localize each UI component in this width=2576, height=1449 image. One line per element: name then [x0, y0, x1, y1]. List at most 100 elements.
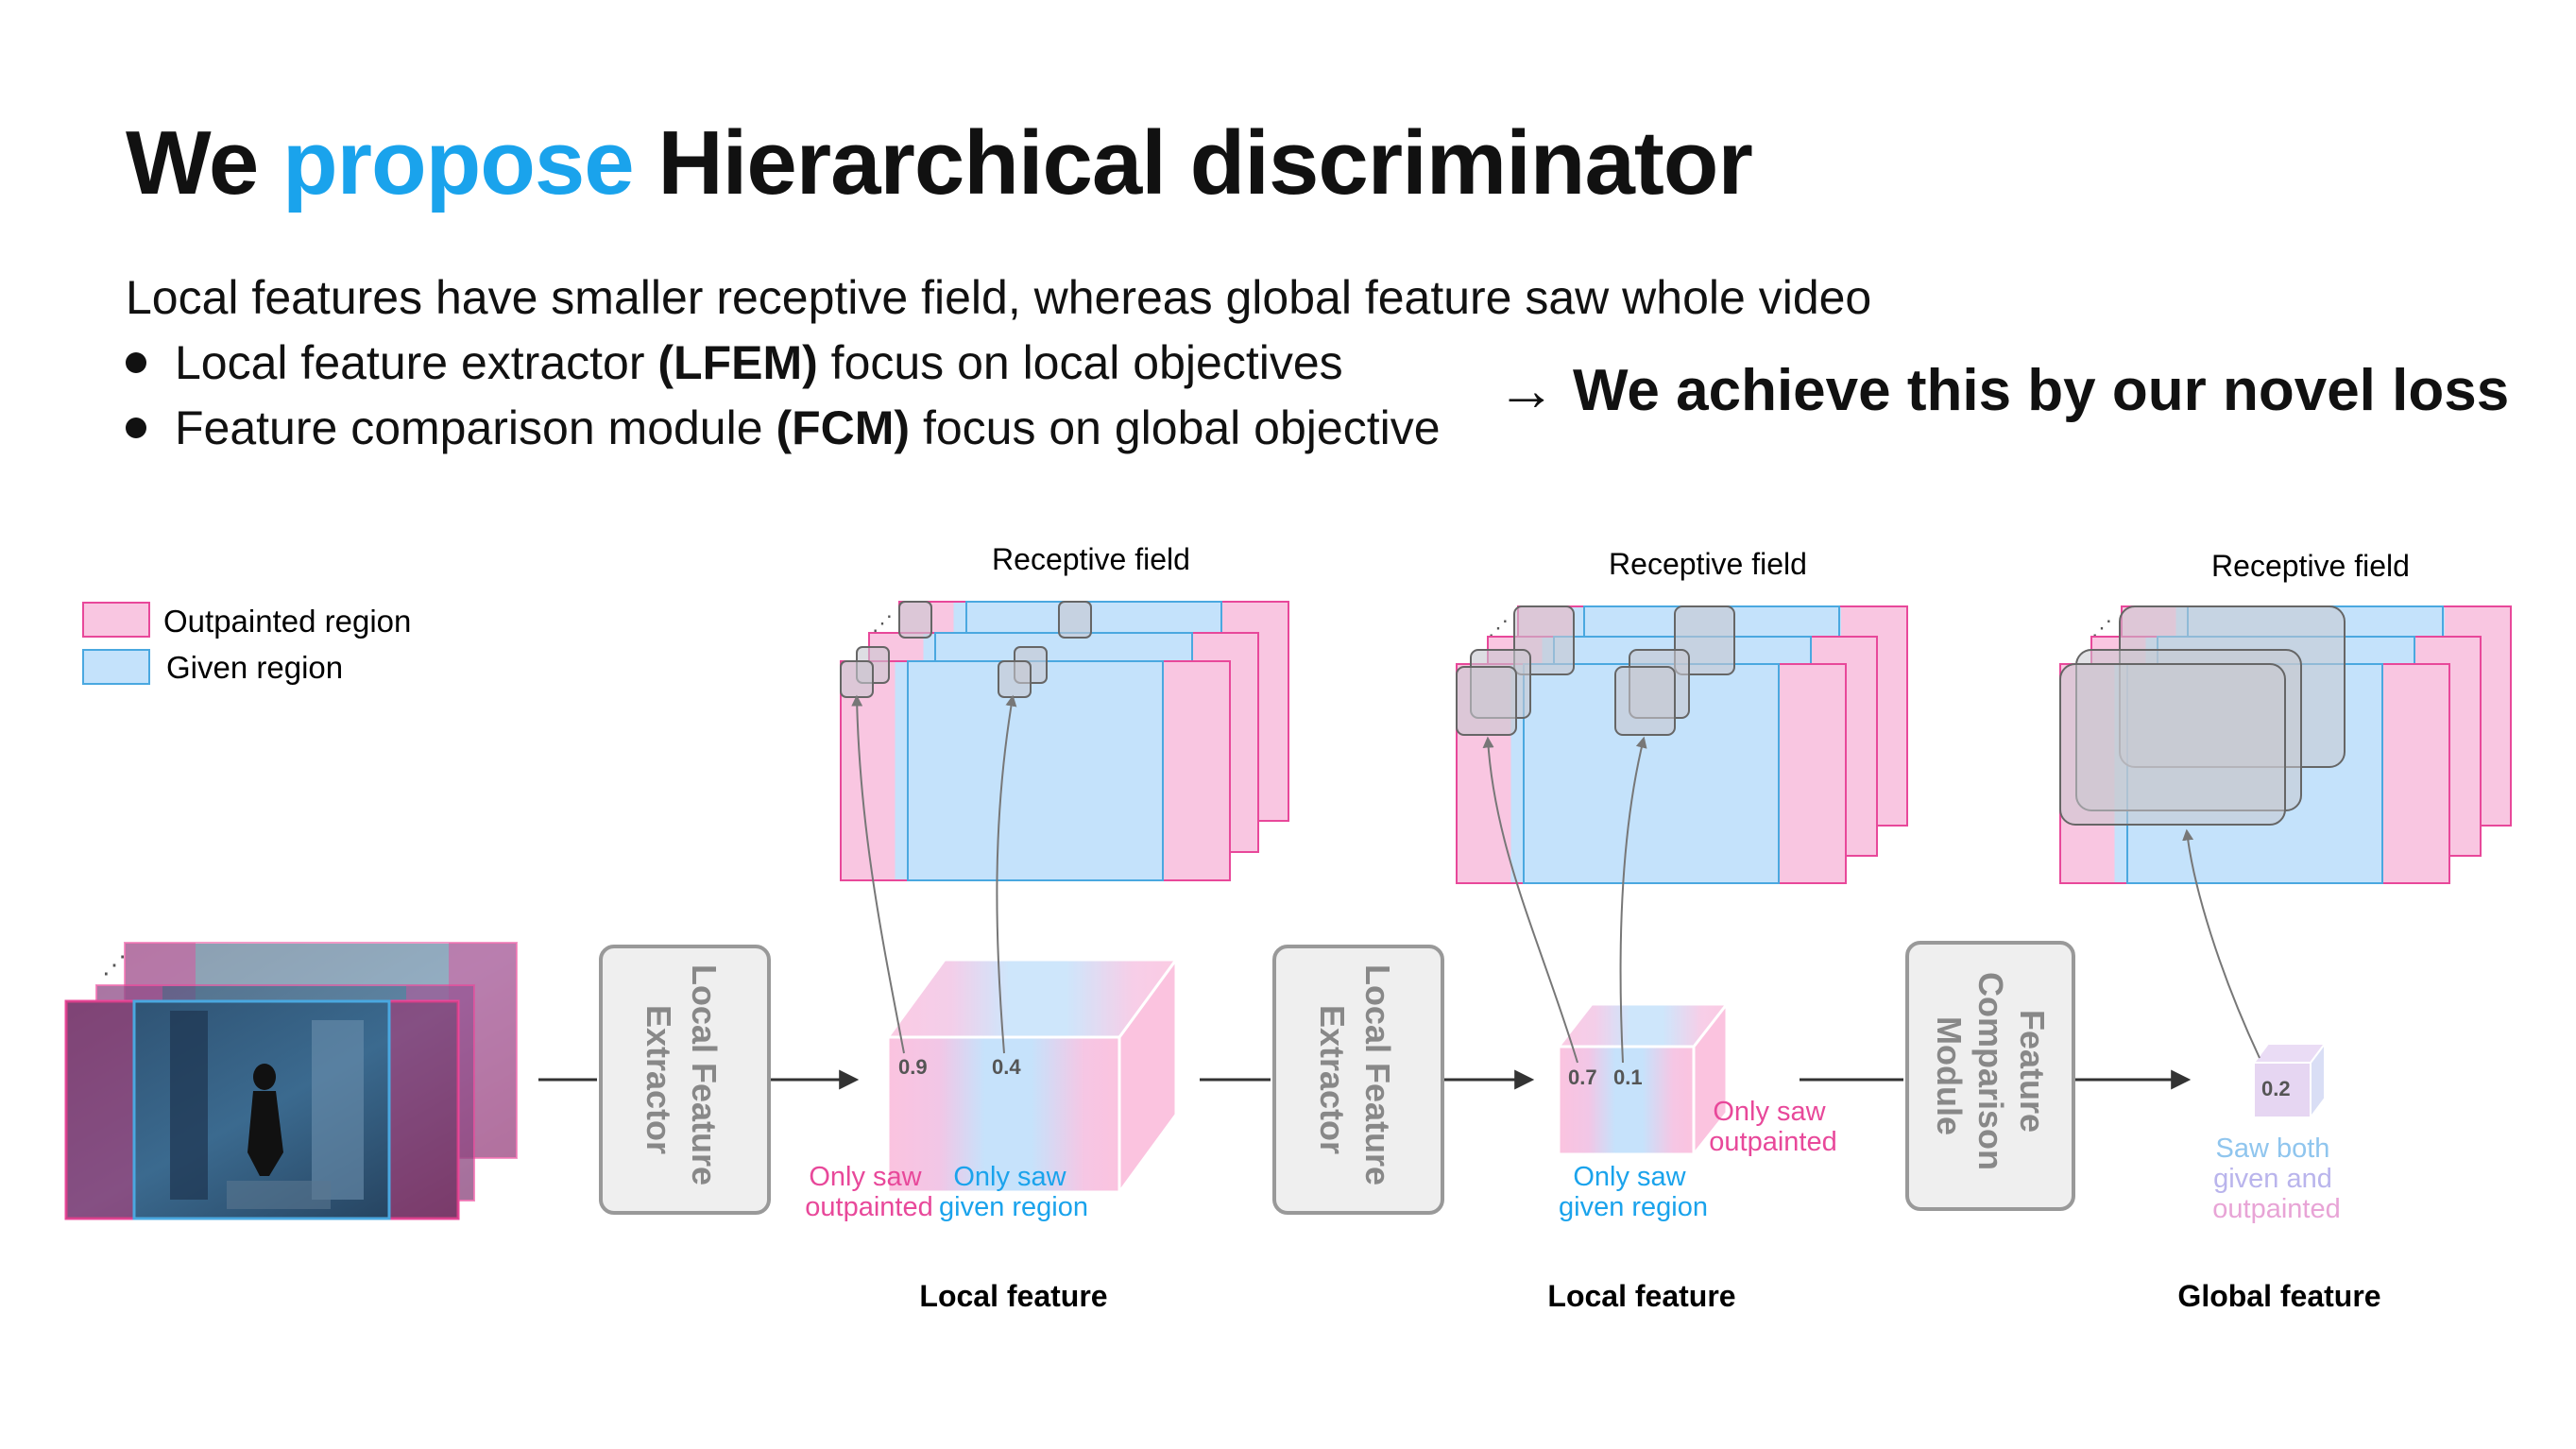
module-fcm-box	[1905, 941, 2075, 1211]
video-building-right	[312, 1020, 364, 1200]
stage1-frame-front	[840, 660, 1231, 881]
stage1-receptive-field-label: Receptive field	[992, 542, 1190, 576]
stage1-note-a: Only saw outpainted	[805, 1162, 932, 1222]
stage2-value-b: 0.1	[1613, 1065, 1643, 1089]
stage1-rf-box	[1058, 601, 1092, 639]
stage3-note: Saw both given and outpainted	[2212, 1134, 2340, 1224]
stage2-note-b: Only saw given region	[1559, 1162, 1708, 1222]
title-rest: Hierarchical discriminator	[633, 112, 1752, 213]
bullet-dot	[126, 417, 146, 438]
stage3-rf-box	[2059, 663, 2286, 826]
module-fcm: Feature Comparison Module	[1905, 941, 2075, 1211]
stage3-receptive-field: Receptive field ⋰	[2059, 549, 2512, 884]
legend-swatch-outpainted	[82, 602, 150, 638]
module-lfe1-label: Local Feature Extractor	[640, 964, 724, 1195]
stage2-note-a-line1: Only saw	[1713, 1097, 1826, 1127]
stage1-note-a-line2: outpainted	[805, 1192, 932, 1222]
stage1-rf-box	[998, 660, 1032, 698]
stage2-feature-cube: 0.7 0.1	[1555, 999, 1731, 1159]
legend-label-given: Given region	[166, 650, 343, 685]
bullet-text: Feature comparison module	[175, 401, 776, 454]
stage1-value-b: 0.4	[992, 1055, 1021, 1079]
stage3-receptive-field-label: Receptive field	[2211, 549, 2410, 583]
achieve-callout: → We achieve this by our novel loss	[1497, 357, 2509, 424]
stage2-note-a-line2: outpainted	[1709, 1127, 1836, 1157]
stage2-note-b-line1: Only saw	[1573, 1162, 1686, 1192]
module-lfe2: Local Feature Extractor	[1272, 945, 1444, 1215]
ellipsis-icon: ⋰	[102, 950, 127, 979]
stage3-cube-front	[2253, 1062, 2312, 1118]
stage2-value-a: 0.7	[1568, 1065, 1597, 1089]
stage2-rf-box	[1614, 666, 1676, 736]
stage3-caption: Global feature	[2177, 1279, 2380, 1313]
stage1-arrow-b	[996, 694, 1017, 1054]
stage3-note-line1: Saw both	[2216, 1134, 2330, 1164]
video-frame-front-given	[132, 999, 391, 1220]
bullet-text: focus on local objectives	[817, 336, 1343, 389]
stage1-cube-front	[886, 1035, 1121, 1194]
stage3-note-line2: given and	[2213, 1164, 2332, 1194]
video-person-body	[247, 1091, 283, 1176]
video-person-head	[253, 1064, 276, 1090]
stage1-rf-box	[840, 660, 874, 698]
module-fcm-line3: Module	[1930, 1016, 1969, 1135]
stage2-cube-front	[1557, 1045, 1696, 1156]
stage2-arrow-a	[1482, 736, 1578, 1064]
ellipsis-icon: ⋰	[872, 611, 893, 635]
stage2-arrow-b	[1619, 736, 1647, 1064]
module-fcm-label: Feature Comparison Module	[1930, 972, 2052, 1180]
stage1-feature-cube: 0.9 0.4	[885, 955, 1179, 1197]
module-lfe1-box	[599, 945, 771, 1215]
stage3-feature-cube: 0.2	[2252, 1041, 2327, 1120]
input-video-frames: ⋰	[64, 942, 518, 1220]
stage1-receptive-field: Receptive field ⋰	[840, 542, 1289, 881]
bullet-bold: (FCM)	[776, 401, 911, 454]
video-frame-front-left-outpaint	[66, 1001, 134, 1219]
legend-label-outpainted: Outpainted region	[163, 604, 411, 639]
module-lfe2-label: Local Feature Extractor	[1313, 964, 1397, 1195]
stage2-caption: Local feature	[1547, 1279, 1735, 1313]
stage1-note-b: Only saw given region	[939, 1162, 1088, 1222]
title-we: We	[126, 112, 282, 213]
module-lfe2-line2: Extractor	[1313, 1005, 1352, 1154]
video-stairs	[227, 1181, 331, 1209]
page-title: We propose Hierarchical discriminator	[126, 112, 1753, 213]
stage2-note-a: Only saw outpainted	[1709, 1097, 1836, 1157]
achieve-text: We achieve this by our novel loss	[1573, 358, 2510, 423]
stage2-receptive-field: Receptive field ⋰	[1456, 547, 1908, 884]
stage1-rf-box	[898, 601, 932, 639]
module-lfe2-box	[1272, 945, 1444, 1215]
module-lfe2-line1: Local Feature	[1358, 964, 1397, 1185]
bullet-dot	[126, 351, 146, 373]
module-lfe1: Local Feature Extractor	[599, 945, 771, 1215]
video-frame-front-right-outpaint	[389, 1001, 458, 1219]
module-lfe1-line2: Extractor	[640, 1005, 678, 1154]
module-fcm-line2: Comparison	[1971, 972, 2010, 1170]
stage1-arrow-a	[851, 694, 905, 1054]
module-lfe1-line1: Local Feature	[685, 964, 724, 1185]
stage1-note-b-line1: Only saw	[953, 1162, 1066, 1192]
ellipsis-icon: ⋰	[2091, 616, 2112, 639]
stage1-note-b-line2: given region	[939, 1192, 1088, 1222]
title-accent: propose	[281, 112, 635, 213]
bullet-bold: (LFEM)	[657, 336, 818, 389]
bullet-lfem: Local feature extractor (LFEM) focus on …	[126, 335, 1343, 390]
stage2-rf-box	[1456, 666, 1517, 736]
bullet-text: Local feature extractor	[175, 336, 658, 389]
stage2-receptive-field-label: Receptive field	[1609, 547, 1807, 581]
bullet-fcm: Feature comparison module (FCM) focus on…	[126, 401, 1441, 455]
stage2-note-b-line2: given region	[1559, 1192, 1708, 1222]
stage3-value: 0.2	[2261, 1077, 2291, 1100]
stage3-note-line3: outpainted	[2212, 1194, 2340, 1224]
stage1-value-a: 0.9	[898, 1055, 928, 1079]
arrow-icon: →	[1497, 358, 1556, 423]
video-building-left	[170, 1011, 208, 1200]
stage3-arrow	[2182, 828, 2260, 1059]
stage1-note-a-line1: Only saw	[809, 1162, 922, 1192]
stage1-caption: Local feature	[919, 1279, 1107, 1313]
bullet-text: focus on global objective	[910, 401, 1441, 454]
module-fcm-line1: Feature	[2013, 1010, 2052, 1133]
ellipsis-icon: ⋰	[1488, 616, 1509, 639]
legend-swatch-given	[82, 649, 150, 685]
